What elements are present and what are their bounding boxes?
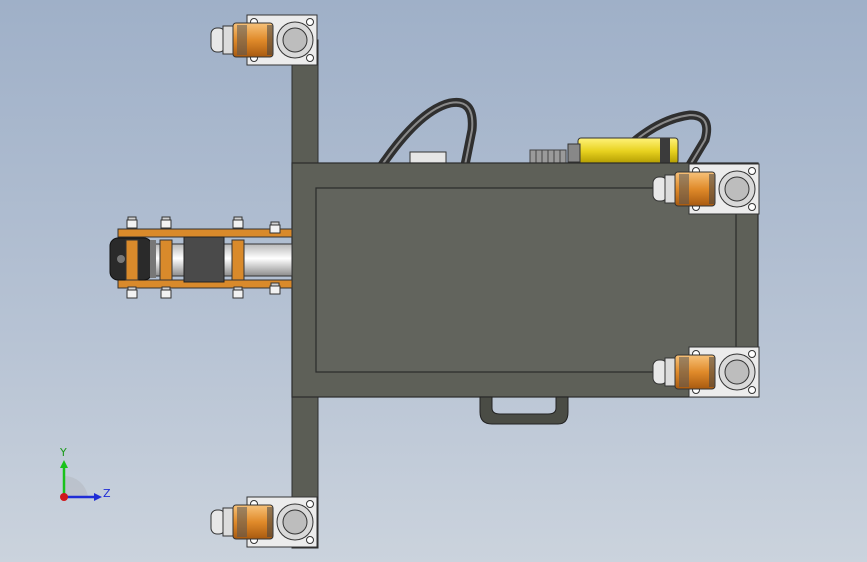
triad-x-axis	[60, 493, 68, 501]
motor-spring	[529, 149, 567, 165]
yellow-motor	[567, 137, 679, 165]
triad-z-label: Z	[103, 487, 111, 500]
caster-bottom-left	[210, 496, 318, 548]
view-orientation-triad-icon[interactable]: Y Z	[59, 446, 111, 501]
caster-top-left	[210, 14, 318, 66]
triad-y-label: Y	[59, 446, 67, 459]
main-body-panel	[315, 187, 737, 373]
carry-handle	[479, 396, 569, 425]
push-arm-assembly	[109, 216, 293, 299]
